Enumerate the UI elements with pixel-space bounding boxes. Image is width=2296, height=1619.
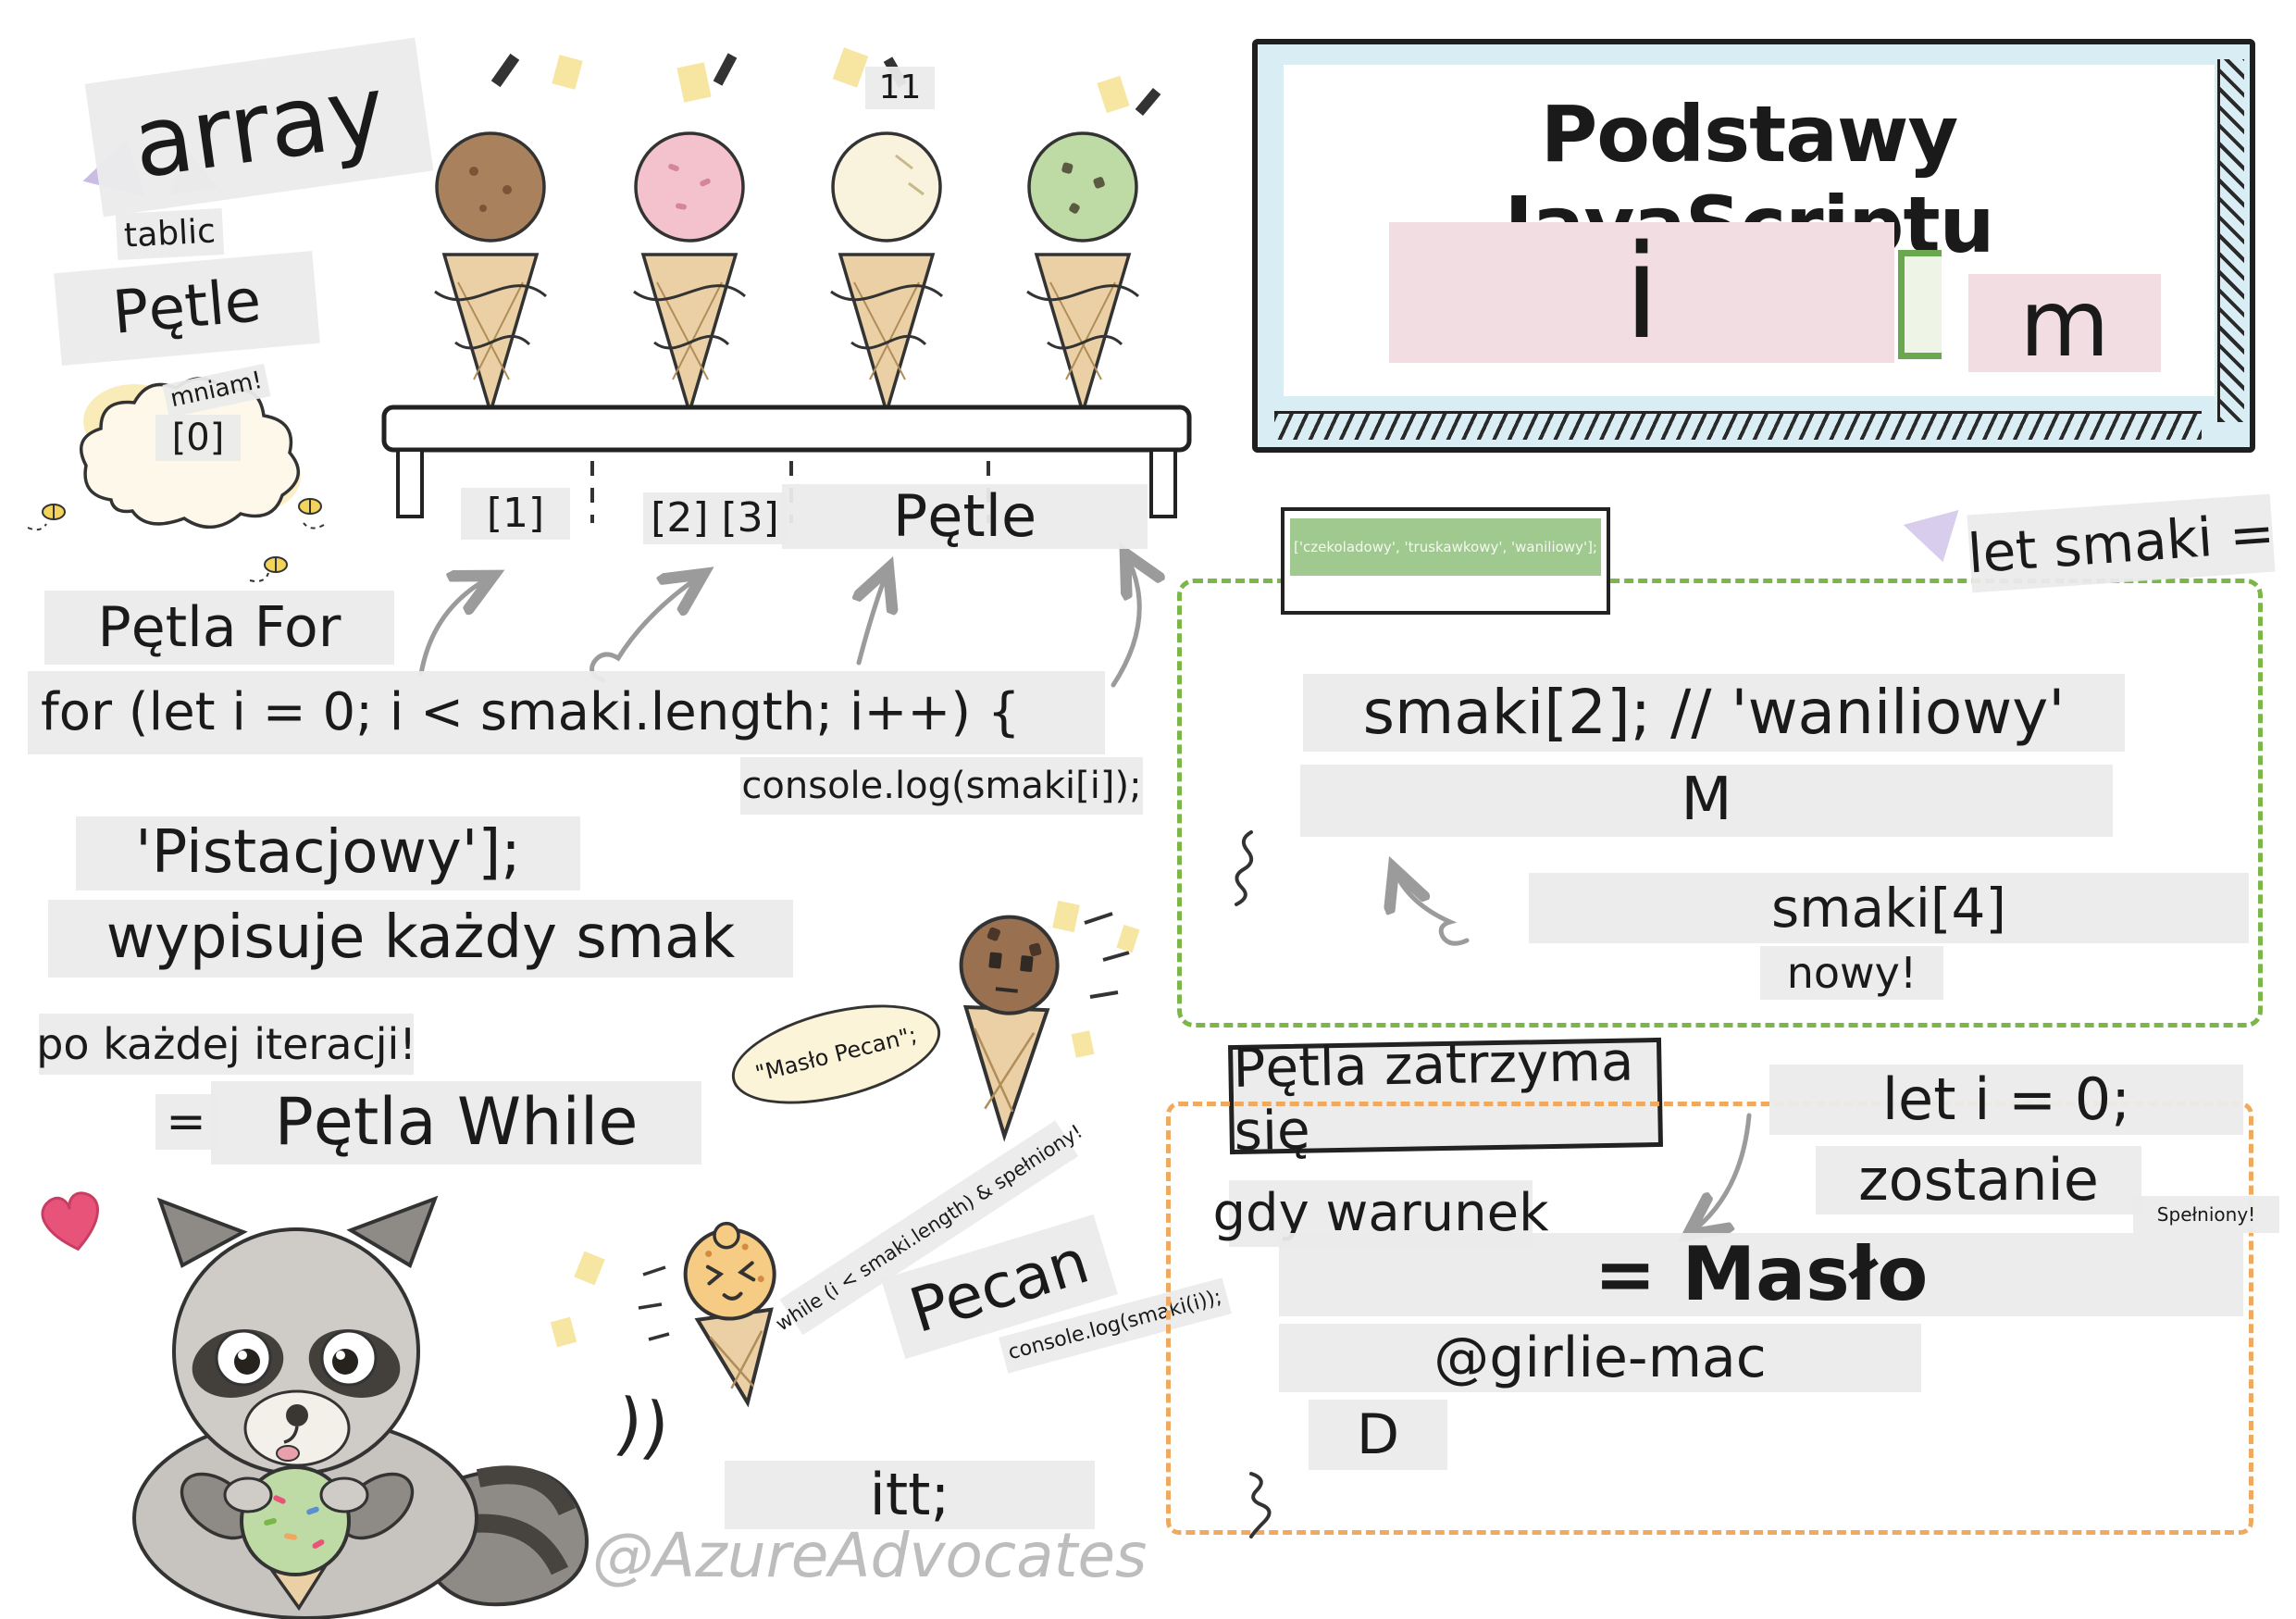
array-dashed-box	[1177, 579, 2263, 1027]
squiggle-icon	[1235, 830, 1254, 906]
ice-cream-cone-chocolate-icon	[434, 131, 547, 418]
count-label: 11	[865, 67, 935, 109]
ice-cream-cone-strawberry-icon	[633, 131, 746, 418]
board-hatch-right	[2217, 59, 2244, 422]
smaki4-bar: smaki[4]	[1529, 873, 2249, 943]
petle-mid-label: Pętle	[782, 484, 1148, 549]
arrow-to-index1	[418, 576, 493, 677]
wypisuje-line: wypisuje każdy smak	[48, 900, 793, 978]
spelniony-label: Spełniony!	[2133, 1196, 2279, 1233]
array-snippet-text: ['czekoladowy', 'truskawkowy', 'waniliow…	[1290, 518, 1601, 576]
array-snippet-box: ['czekoladowy', 'truskawkowy', 'waniliow…	[1281, 507, 1610, 615]
squiggle-icon	[1249, 1472, 1272, 1538]
m-letter-bar: M	[1300, 765, 2113, 837]
confetti-mark-icon	[552, 55, 583, 90]
happy-cone-icon	[638, 1221, 776, 1408]
bracket-icon	[1898, 250, 1942, 359]
confetti-mark-icon	[832, 47, 869, 88]
arrow-to-index23	[590, 574, 703, 683]
confetti-mark-icon	[490, 53, 520, 88]
tablic-label: tablic	[115, 208, 225, 260]
maslo-bar: = Masło	[1279, 1233, 2243, 1316]
heart-icon	[41, 1191, 99, 1252]
d-letter-bar: D	[1309, 1400, 1447, 1470]
index0-label: [0]	[155, 415, 241, 461]
title-board: Podstawy JavaScriptu i m	[1252, 39, 2255, 453]
letter-i-bar: i	[1389, 218, 1894, 368]
girlie-mac-bar: @girlie-mac	[1279, 1324, 1921, 1392]
rack-bar	[381, 405, 1192, 453]
paren-doodle: ))	[610, 1383, 675, 1470]
index1-label: [1]	[461, 488, 570, 540]
po-kazdej-line: po każdej iteracji!	[36, 1014, 416, 1075]
ice-cream-rack-icon	[381, 131, 1192, 523]
arrow-to-petle	[859, 568, 888, 666]
ice-cream-cone-pistachio-icon	[1026, 131, 1139, 418]
melting-cone-icon	[959, 912, 1140, 1142]
arrow-to-cone4	[1111, 554, 1139, 688]
board-hatch-bottom	[1274, 411, 2202, 440]
raccoon-paw	[223, 1476, 273, 1513]
ice-cream-cone-vanilla-icon	[830, 131, 943, 418]
confetti-triangle-icon	[1904, 510, 1971, 569]
console-log-line: console.log(smaki[i]);	[740, 757, 1143, 815]
stop-dashed-box	[1166, 1102, 2253, 1535]
let-i-bar: let i = 0;	[1769, 1065, 2243, 1135]
for-code-line: for (let i = 0; i < smaki.length; i++) {	[28, 671, 1105, 754]
zostanie-bar: zostanie	[1816, 1146, 2141, 1214]
bees-icon	[27, 498, 325, 582]
rack-leg	[1149, 448, 1177, 518]
petla-for-title: Pętla For	[44, 591, 394, 665]
confetti-mark-icon	[713, 53, 738, 86]
smaki2-line: smaki[2]; // 'waniliowy'	[1303, 674, 2125, 752]
index23-label: [2] [3]	[643, 492, 787, 544]
rack-leg	[396, 448, 424, 518]
raccoon-paw	[319, 1476, 369, 1513]
speech-text: "Masło Pecan";	[752, 1021, 920, 1088]
letter-m-bar: m	[1968, 269, 2161, 378]
equals-sign: =	[155, 1094, 217, 1150]
itt-label: itt;	[725, 1461, 1095, 1529]
petle-top-label: Pętle	[54, 250, 320, 367]
nowy-label: nowy!	[1760, 946, 1943, 1000]
confetti-mark-icon	[676, 62, 712, 103]
watermark-azure-advocates: @AzureAdvocates	[592, 1520, 1148, 1591]
pistacjowy-line: 'Pistacjowy'];	[76, 816, 580, 890]
petla-while-title: Pętla While	[211, 1081, 701, 1164]
raccoon-icon	[132, 1195, 589, 1619]
